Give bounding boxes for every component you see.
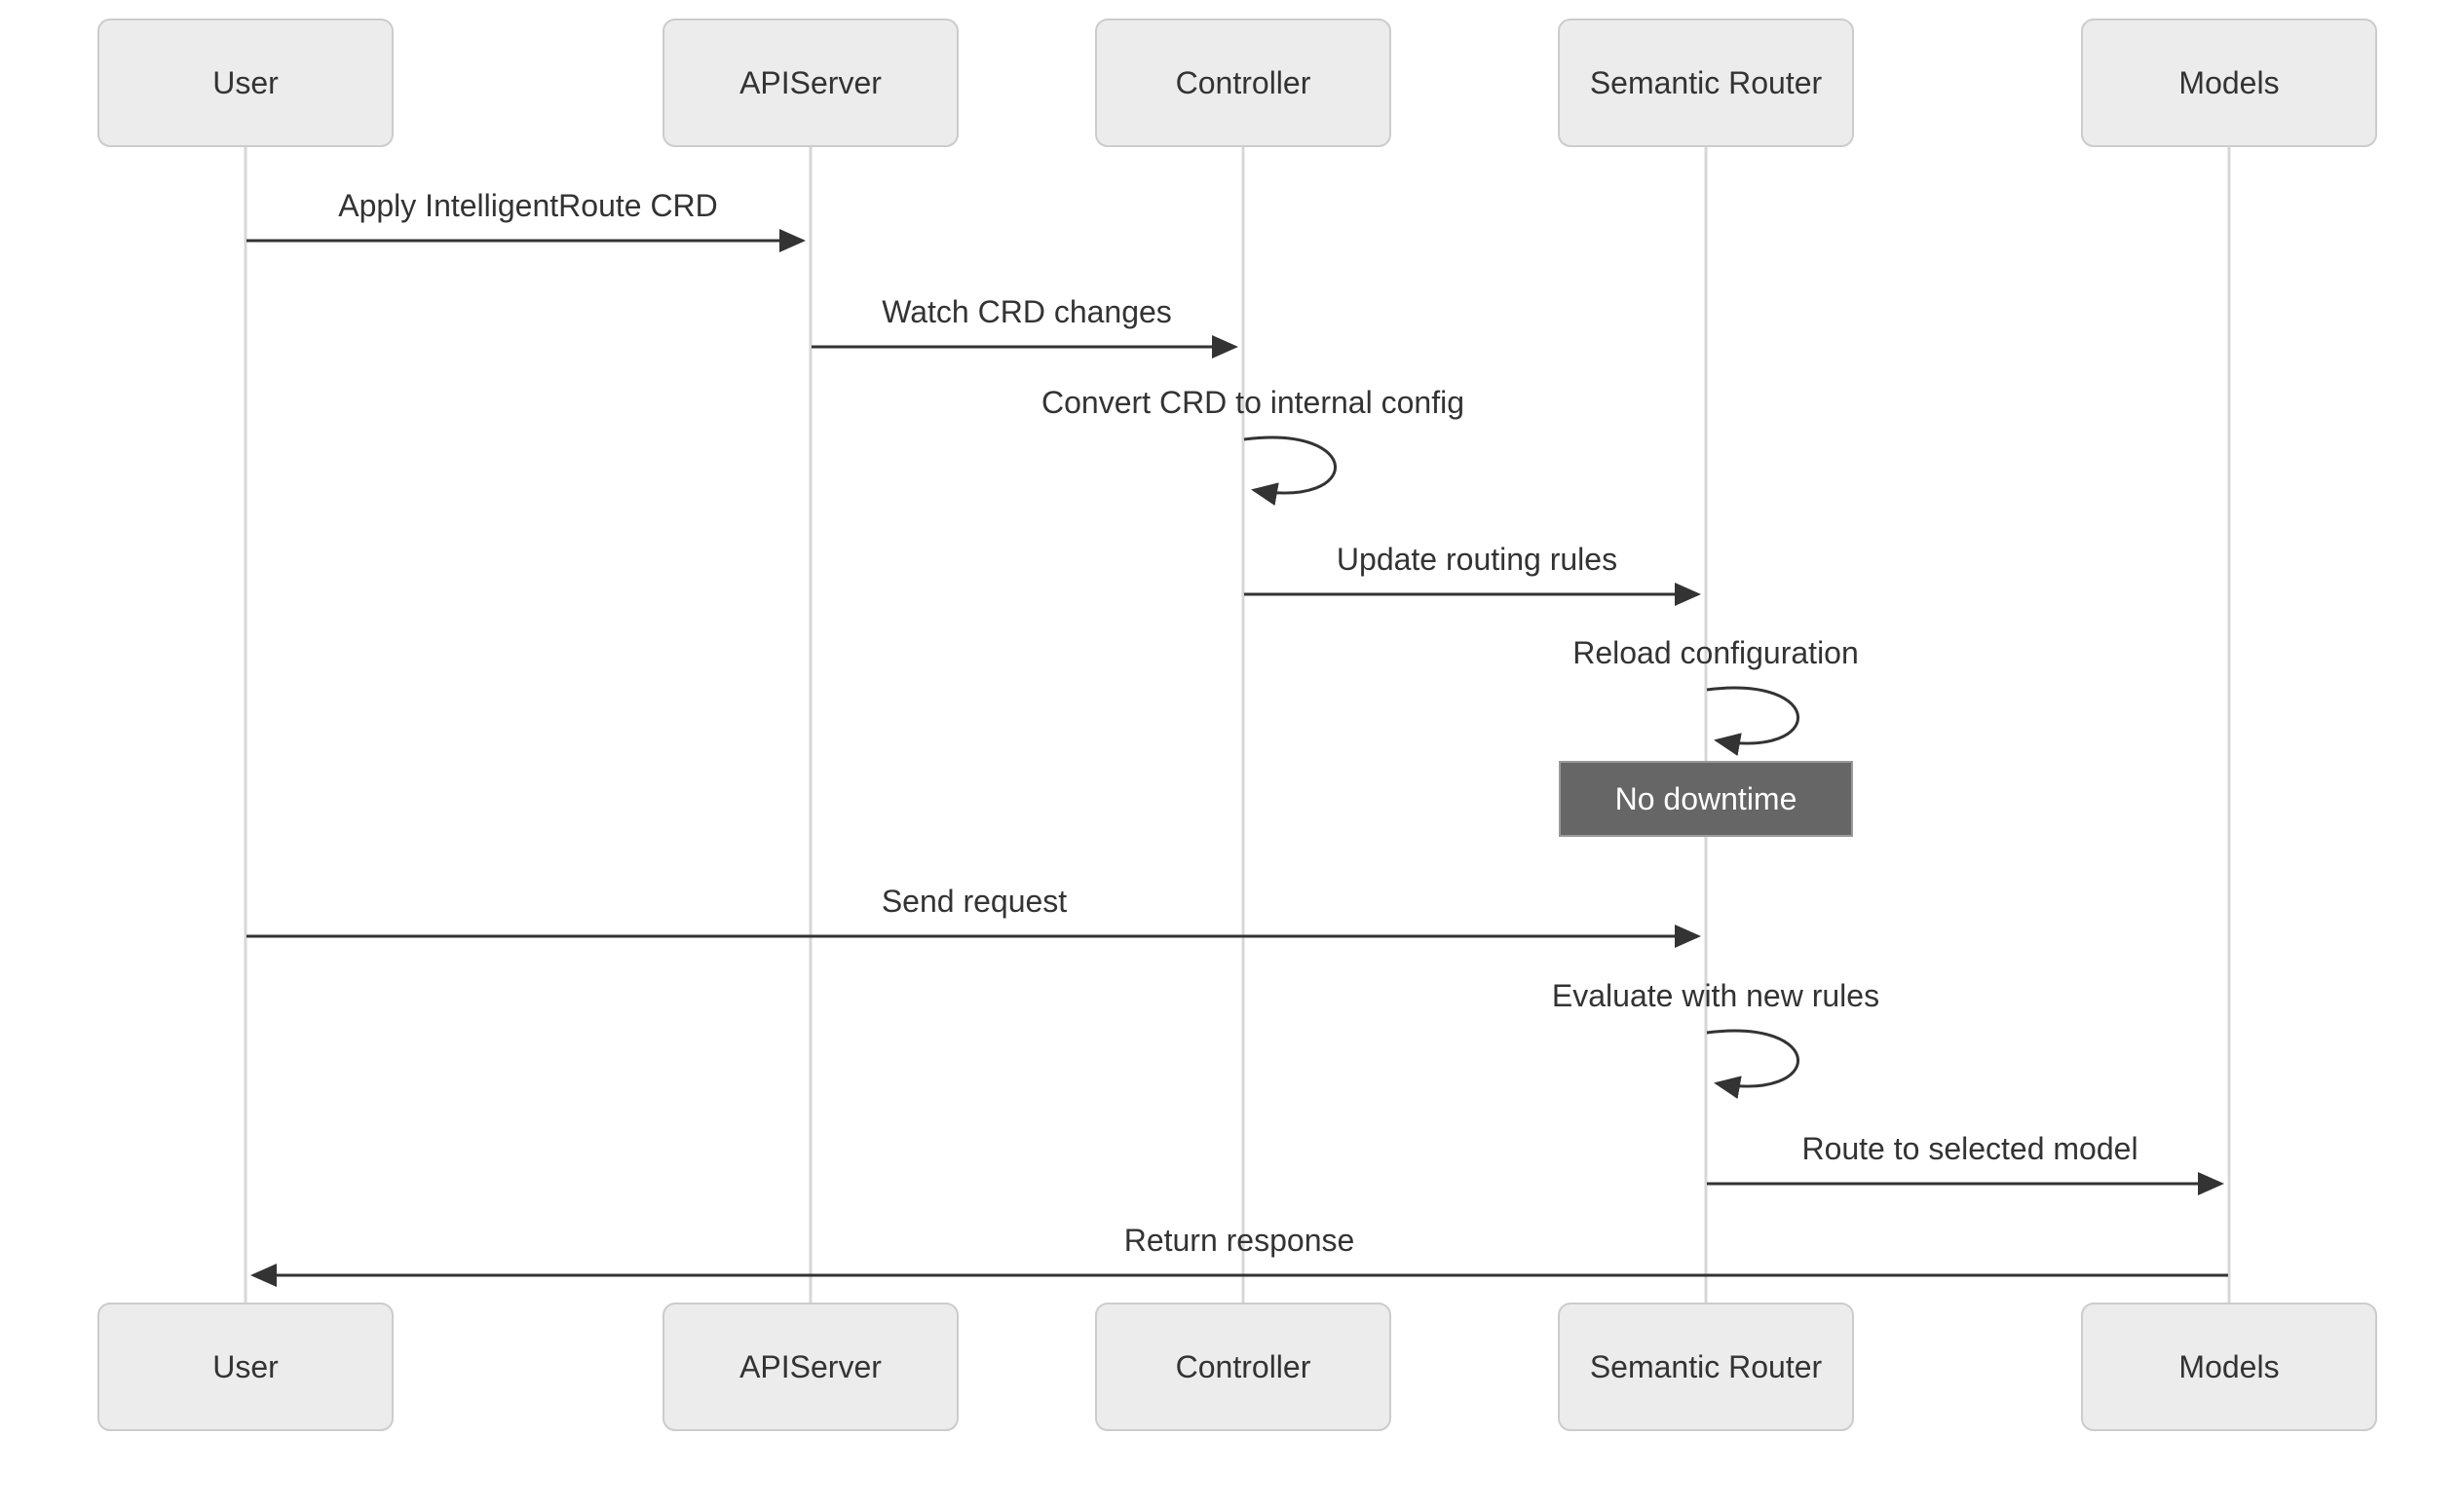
note-box	[1559, 761, 1853, 837]
actor-label: Semantic Router	[1590, 65, 1823, 100]
message-send-request: Send request	[246, 884, 1701, 948]
lifelines	[244, 146, 2231, 1304]
message-label: Watch CRD changes	[882, 294, 1172, 329]
actor-box	[2081, 19, 2377, 147]
actor-box	[662, 19, 959, 147]
message-evaluate-with-new-rules: Evaluate with new rules	[1552, 978, 1879, 1099]
actor-row-top: User APIServer Controller Semantic Route…	[97, 19, 2377, 147]
actor-user-bottom: User	[97, 1303, 394, 1431]
note-no-downtime: No downtime	[1559, 761, 1853, 837]
self-loop-arrow	[1243, 435, 1337, 506]
message-label: Update routing rules	[1337, 542, 1617, 577]
message-return-response: Return response	[250, 1223, 2228, 1287]
actor-apiserver-top: APIServer	[662, 19, 959, 147]
message-watch-crd-changes: Watch CRD changes	[812, 294, 1238, 359]
self-loop-arrow	[1706, 1029, 1799, 1099]
message-reload-configuration: Reload configuration	[1572, 635, 1859, 756]
actor-box	[97, 1303, 394, 1431]
actor-box	[1095, 19, 1391, 147]
actor-label: Models	[2178, 1349, 2279, 1384]
message-apply-intelligentroute-crd: Apply IntelligentRoute CRD	[246, 188, 806, 252]
actor-models-top: Models	[2081, 19, 2377, 147]
actor-semantic-router-bottom: Semantic Router	[1558, 1303, 1854, 1431]
actor-label: APIServer	[739, 65, 882, 100]
actor-box	[1558, 19, 1854, 147]
actor-row-bottom: User APIServer Controller Semantic Route…	[97, 1303, 2377, 1431]
actor-label: Models	[2178, 65, 2279, 100]
message-label: Reload configuration	[1572, 635, 1859, 670]
actor-label: Controller	[1176, 1349, 1311, 1384]
actor-apiserver-bottom: APIServer	[662, 1303, 959, 1431]
self-loop-arrow	[1706, 686, 1799, 756]
message-label: Send request	[882, 884, 1067, 919]
message-label: Route to selected model	[1801, 1131, 2137, 1166]
actor-user-top: User	[97, 19, 394, 147]
actor-box	[1095, 1303, 1391, 1431]
message-label: Return response	[1124, 1223, 1355, 1258]
actor-box	[1558, 1303, 1854, 1431]
message-update-routing-rules: Update routing rules	[1244, 542, 1701, 606]
actor-controller-top: Controller	[1095, 19, 1391, 147]
actor-label: APIServer	[739, 1349, 882, 1384]
message-label: Evaluate with new rules	[1552, 978, 1879, 1013]
message-route-to-selected-model: Route to selected model	[1707, 1131, 2224, 1195]
actor-box	[97, 19, 394, 147]
actor-models-bottom: Models	[2081, 1303, 2377, 1431]
actor-box	[662, 1303, 959, 1431]
actor-box	[2081, 1303, 2377, 1431]
message-label: Apply IntelligentRoute CRD	[338, 188, 718, 223]
actor-controller-bottom: Controller	[1095, 1303, 1391, 1431]
message-convert-crd-to-internal-config: Convert CRD to internal config	[1041, 385, 1464, 506]
actor-label: User	[212, 1349, 279, 1384]
actor-label: User	[212, 65, 279, 100]
actor-label: Controller	[1176, 65, 1311, 100]
message-label: Convert CRD to internal config	[1041, 385, 1464, 420]
actor-semantic-router-top: Semantic Router	[1558, 19, 1854, 147]
note-label: No downtime	[1615, 781, 1797, 816]
actor-label: Semantic Router	[1590, 1349, 1823, 1384]
